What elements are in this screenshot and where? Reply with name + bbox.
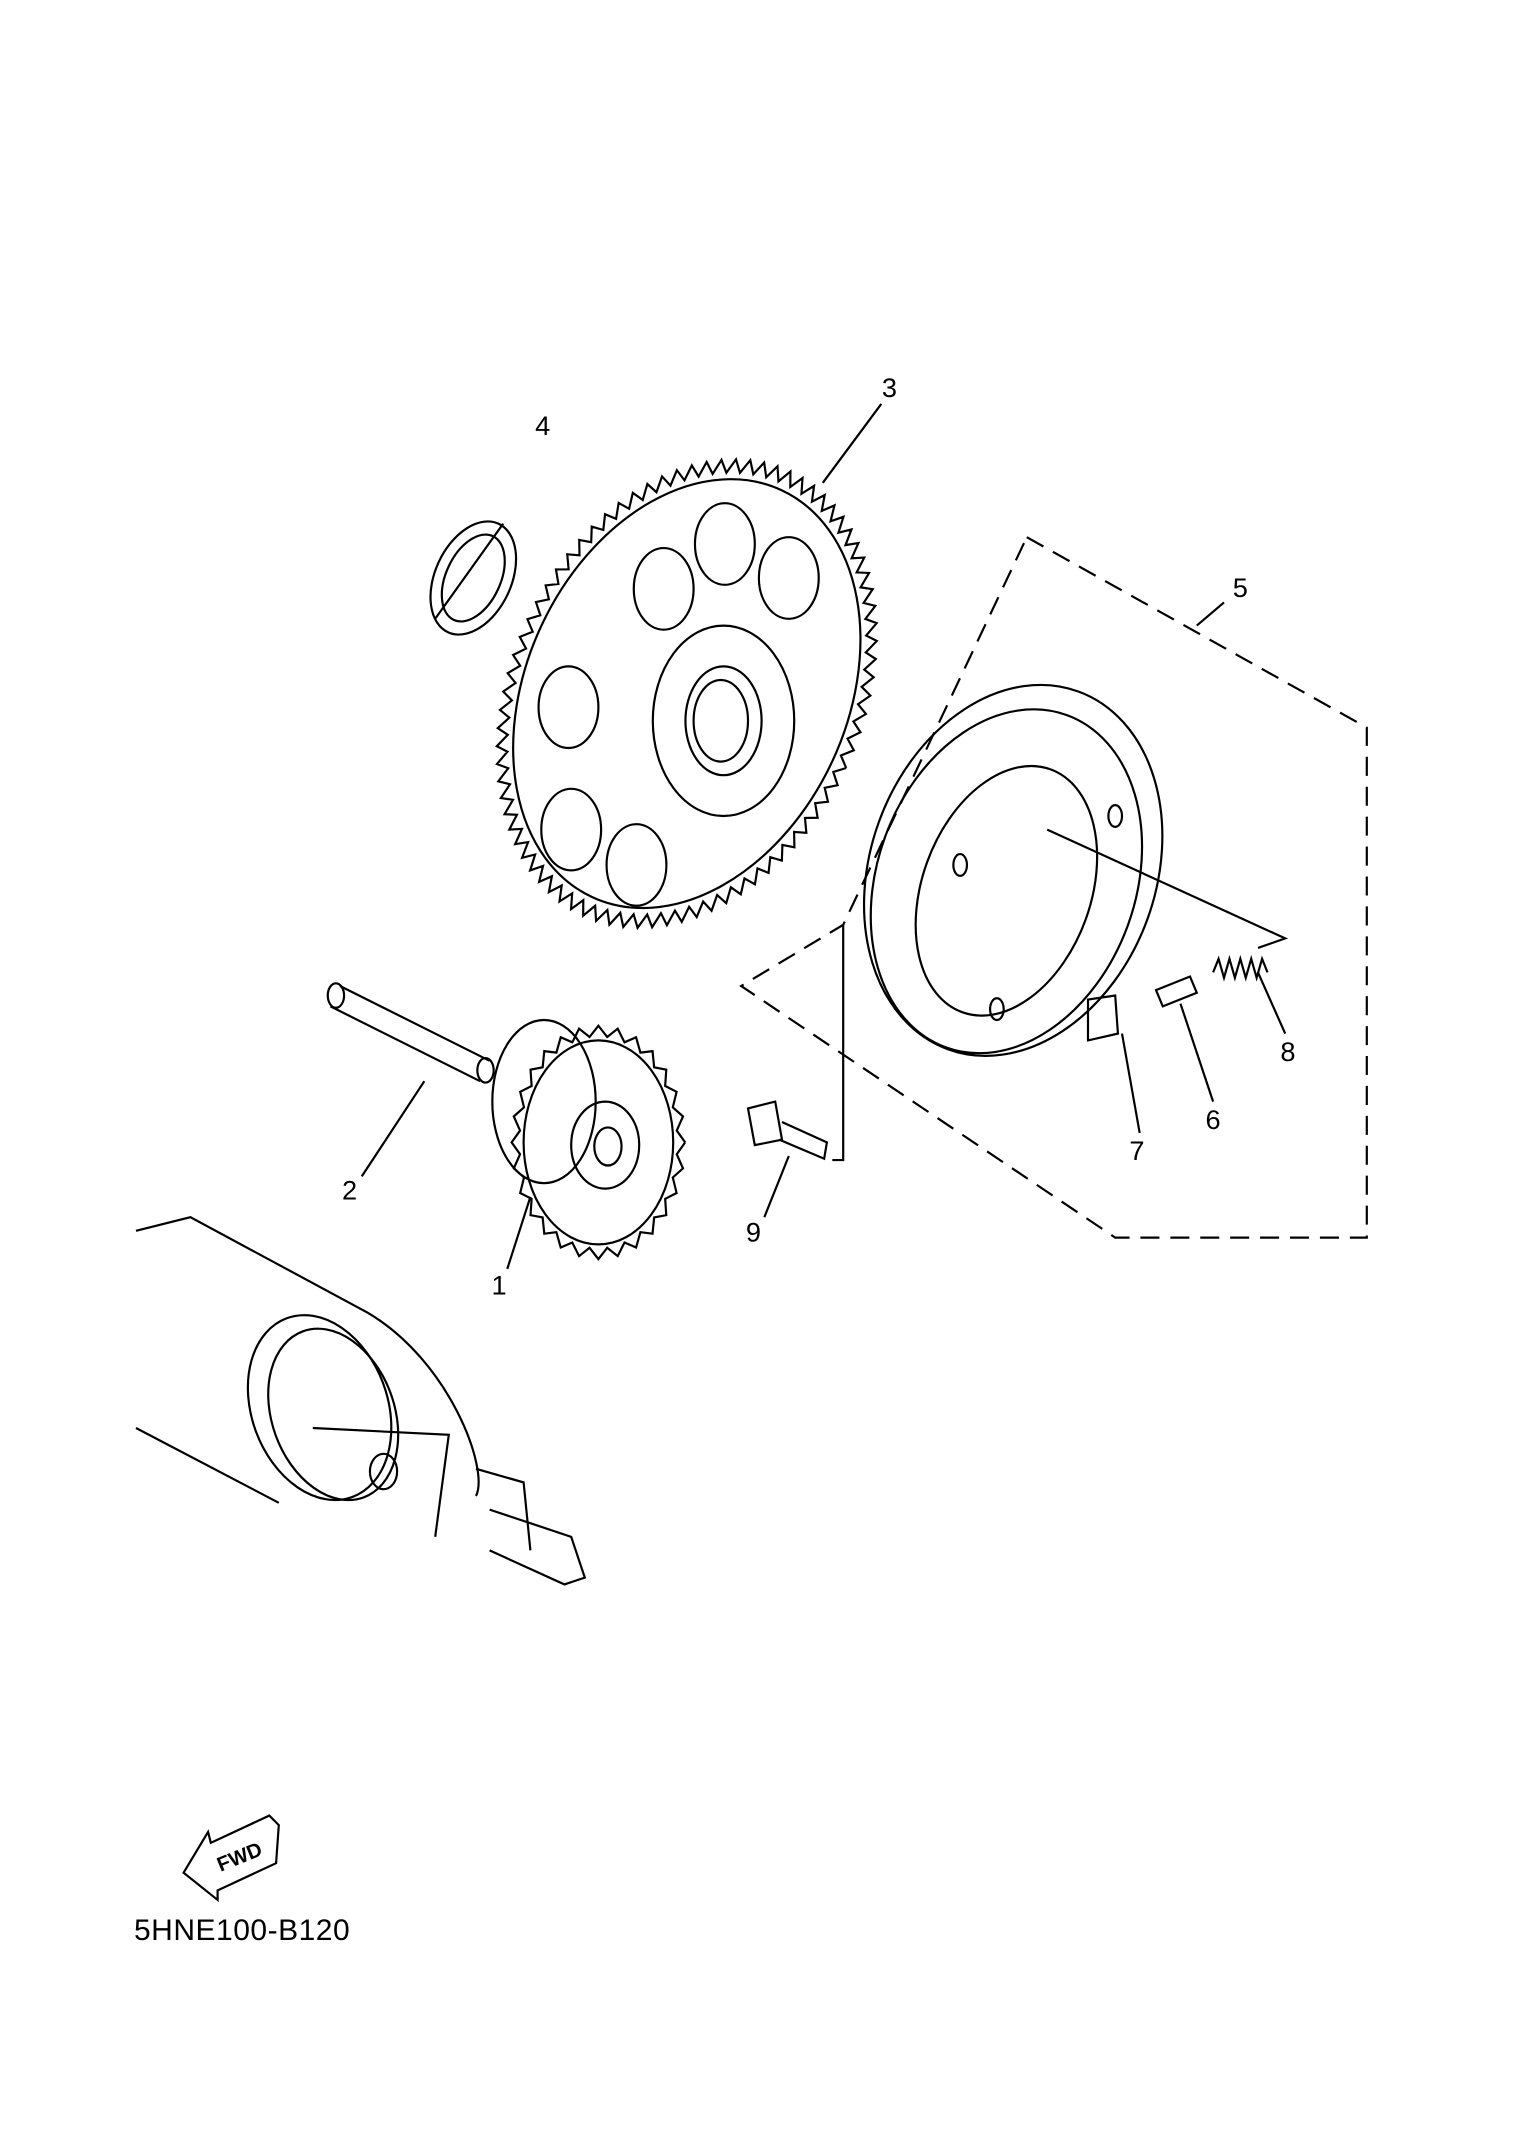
part-label-8: 8 [1280, 1036, 1295, 1067]
part-label-5: 5 [1233, 572, 1248, 603]
part-label-4: 4 [535, 410, 550, 441]
starter-motor [135, 1216, 587, 1586]
shaft-2 [326, 982, 495, 1084]
part-label-9: 9 [746, 1217, 761, 1248]
bolt-9 [746, 1100, 829, 1161]
assembly-boundary [739, 535, 1368, 1239]
washer-4 [429, 520, 518, 636]
diagram-code: 5HNE100-B120 [134, 1914, 351, 1947]
part-label-3: 3 [882, 372, 897, 403]
part-label-1: 1 [492, 1270, 507, 1301]
gear-teeth [510, 1023, 687, 1261]
part-label-6: 6 [1206, 1104, 1221, 1135]
part-label-2: 2 [342, 1175, 357, 1206]
starter-clutch-5 [832, 683, 1289, 1162]
part-label-7: 7 [1129, 1135, 1144, 1166]
forward-arrow-icon: FWD [182, 1814, 280, 1903]
roller-7 [1086, 994, 1120, 1042]
starter-gear-1 [491, 1018, 687, 1261]
leader-lines [360, 403, 1287, 1270]
gear-teeth [495, 456, 879, 931]
starter-idle-gear-3 [495, 456, 879, 931]
spring-8 [1212, 954, 1269, 982]
plunger-6 [1154, 975, 1199, 1008]
